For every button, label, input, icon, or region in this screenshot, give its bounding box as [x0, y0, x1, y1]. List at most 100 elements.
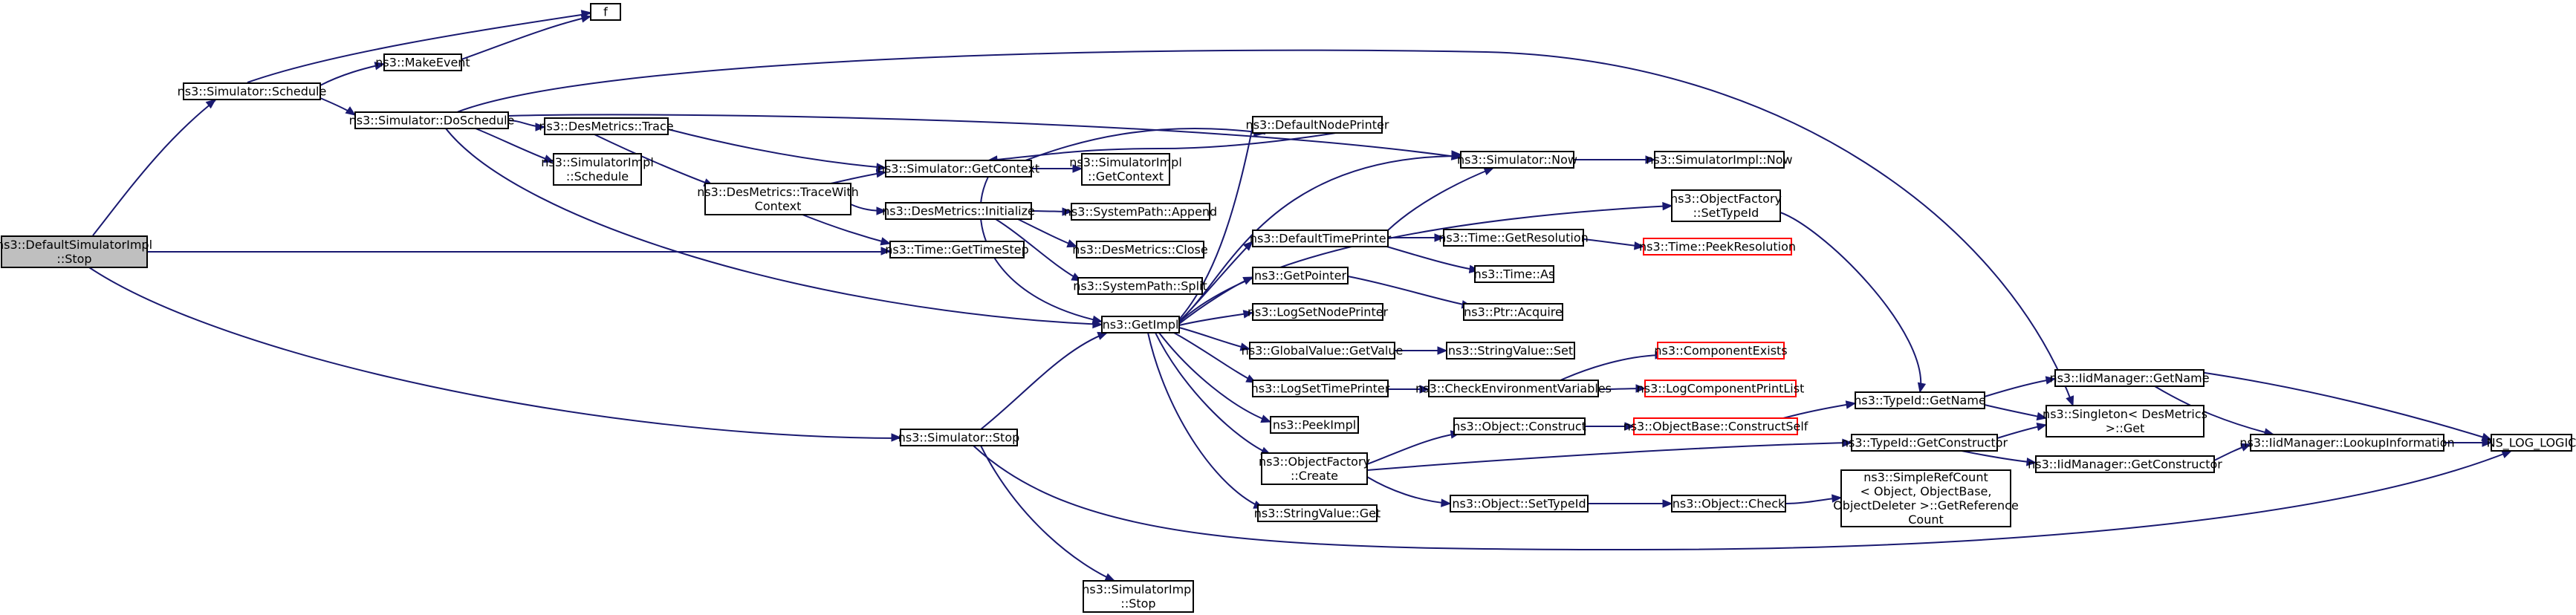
node-lognodeprinter[interactable]: ns3::LogSetNodePrinter	[1248, 303, 1389, 321]
node-box[interactable]	[1252, 267, 1349, 284]
node-box[interactable]	[1443, 229, 1584, 247]
node-box[interactable]	[1453, 417, 1586, 435]
node-f[interactable]: f	[590, 3, 621, 21]
node-box[interactable]	[1474, 265, 1554, 283]
node-typeidgetname[interactable]: ns3::TypeId::GetName	[1854, 391, 1986, 409]
node-getimpl[interactable]: ns3::GetImpl	[1101, 316, 1180, 333]
node-simstop[interactable]: ns3::Simulator::Stop	[898, 429, 1020, 446]
node-svset[interactable]: ns3::StringValue::Set	[1446, 342, 1575, 359]
node-constructself[interactable]: ns3::ObjectBase::ConstructSelf	[1623, 417, 1808, 435]
node-getpointer[interactable]: ns3::GetPointer	[1252, 267, 1349, 284]
node-ofsettypeid[interactable]: ns3::ObjectFactory::SetTypeId	[1670, 189, 1782, 222]
node-simimplsched[interactable]: ns3::SimulatorImpl::Schedule	[541, 153, 654, 186]
node-box[interactable]	[2054, 369, 2204, 387]
node-peekres[interactable]: ns3::Time::PeekResolution	[1639, 238, 1796, 256]
node-box[interactable]	[1083, 580, 1194, 613]
node-box[interactable]	[1855, 391, 1985, 409]
node-box[interactable]	[1633, 417, 1798, 435]
node-checkenv[interactable]: ns3::CheckEnvironmentVariables	[1415, 380, 1612, 397]
node-gvgetvalue[interactable]: ns3::GlobalValue::GetValue	[1242, 342, 1404, 359]
node-objsettypeid[interactable]: ns3::Object::SetTypeId	[1450, 495, 1589, 512]
node-box[interactable]	[1450, 495, 1589, 512]
node-ptracquire[interactable]: ns3::Ptr::Acquire	[1463, 303, 1563, 321]
node-box[interactable]	[590, 3, 621, 21]
node-desinit[interactable]: ns3::DesMetrics::Initialize	[882, 202, 1035, 220]
node-box[interactable]	[544, 117, 669, 135]
node-box[interactable]	[1840, 469, 2011, 527]
node-makeevent[interactable]: ns3::MakeEvent	[375, 53, 470, 71]
node-box[interactable]	[383, 53, 462, 71]
node-box[interactable]	[1257, 504, 1378, 522]
node-peekimpl[interactable]: ns3::PeekImpl	[1270, 416, 1359, 434]
node-box[interactable]	[183, 82, 321, 100]
node-compexists[interactable]: ns3::ComponentExists	[1654, 342, 1788, 359]
node-box[interactable]	[1463, 303, 1563, 321]
node-simimplgetctx[interactable]: ns3::SimulatorImpl::GetContext	[1069, 153, 1182, 186]
node-box[interactable]	[2045, 405, 2204, 437]
node-sched[interactable]: ns3::Simulator::Schedule	[178, 82, 327, 100]
node-ofcreate[interactable]: ns3::ObjectFactory::Create	[1259, 452, 1370, 485]
node-box[interactable]	[1671, 189, 1781, 222]
node-getres[interactable]: ns3::Time::GetResolution	[1438, 229, 1589, 247]
node-box[interactable]	[354, 111, 509, 129]
node-nslog[interactable]: NS_LOG_LOGIC	[2487, 434, 2576, 452]
node-box[interactable]	[1657, 342, 1785, 359]
node-dosched[interactable]: ns3::Simulator::DoSchedule	[349, 111, 515, 129]
node-box[interactable]	[1076, 241, 1204, 258]
node-box[interactable]	[889, 241, 1025, 258]
node-box[interactable]	[1671, 495, 1786, 512]
node-box[interactable]	[1643, 238, 1792, 256]
node-split[interactable]: ns3::SystemPath::Split	[1073, 277, 1207, 295]
node-box[interactable]	[1851, 434, 1998, 452]
node-logtimeprinter[interactable]: ns3::LogSetTimePrinter	[1251, 380, 1390, 397]
node-iidgetctor[interactable]: ns3::IidManager::GetConstructor	[2028, 455, 2222, 473]
node-box[interactable]	[1644, 380, 1797, 397]
node-defnodeprinter[interactable]: ns3::DefaultNodePrinter	[1246, 116, 1389, 134]
node-box[interactable]	[1252, 303, 1383, 321]
node-append[interactable]: ns3::SystemPath::Append	[1064, 203, 1217, 221]
node-box[interactable]	[1101, 316, 1180, 333]
node-simplerefcount[interactable]: ns3::SimpleRefCount< Object, ObjectBase,…	[1833, 469, 2019, 527]
node-box[interactable]	[1249, 342, 1395, 359]
node-singleton[interactable]: ns3::Singleton< DesMetrics >::Get	[2043, 405, 2207, 437]
node-box[interactable]	[2035, 455, 2215, 473]
node-svget[interactable]: ns3::StringValue::Get	[1254, 504, 1381, 522]
node-simimplstop[interactable]: ns3::SimulatorImpl::Stop	[1082, 580, 1195, 613]
node-iidgetname[interactable]: ns3::IidManager::GetName	[2049, 369, 2210, 387]
node-box[interactable]	[1654, 151, 1785, 169]
node-box[interactable]	[885, 202, 1032, 220]
node-objconstruct[interactable]: ns3::Object::Construct	[1453, 417, 1586, 435]
node-timeas[interactable]: ns3::Time::As	[1474, 265, 1555, 283]
node-box[interactable]	[1261, 452, 1368, 485]
node-box[interactable]	[1446, 342, 1575, 359]
node-box[interactable]	[2250, 434, 2444, 452]
node-box[interactable]	[1270, 416, 1359, 434]
node-box[interactable]	[1428, 380, 1599, 397]
node-getcontext[interactable]: ns3::Simulator::GetContext	[877, 160, 1039, 178]
node-objcheck[interactable]: ns3::Object::Check	[1671, 495, 1786, 512]
node-simnow[interactable]: ns3::Simulator::Now	[1457, 151, 1577, 169]
node-box[interactable]	[1460, 151, 1574, 169]
node-box[interactable]	[1081, 153, 1170, 186]
node-box[interactable]	[704, 183, 851, 215]
node-logcomplist[interactable]: ns3::LogComponentPrintList	[1637, 380, 1805, 397]
node-box[interactable]	[1077, 277, 1203, 295]
node-box[interactable]	[1071, 203, 1210, 221]
node-box[interactable]	[1, 235, 148, 268]
node-box[interactable]	[2491, 434, 2572, 452]
node-box[interactable]	[553, 153, 642, 186]
node-destrace[interactable]: ns3::DesMetrics::Trace	[539, 117, 674, 135]
node-box[interactable]	[1252, 230, 1389, 247]
node-simimplnow[interactable]: ns3::SimulatorImpl::Now	[1646, 151, 1793, 169]
node-box[interactable]	[1252, 116, 1383, 134]
node-box[interactable]	[1252, 380, 1389, 397]
node-lookupinfo[interactable]: ns3::IidManager::LookupInformation	[2239, 434, 2455, 452]
node-box[interactable]	[885, 160, 1032, 178]
node-timestep[interactable]: ns3::Time::GetTimeStep	[885, 241, 1029, 258]
node-root[interactable]: ns3::DefaultSimulatorImpl::Stop	[0, 235, 152, 268]
node-deftimeprinter[interactable]: ns3::DefaultTimePrinter	[1250, 230, 1392, 247]
node-box[interactable]	[900, 429, 1018, 446]
node-typeidgetctor[interactable]: ns3::TypeId::GetConstructor	[1841, 434, 2008, 452]
node-desclose[interactable]: ns3::DesMetrics::Close	[1072, 241, 1208, 258]
